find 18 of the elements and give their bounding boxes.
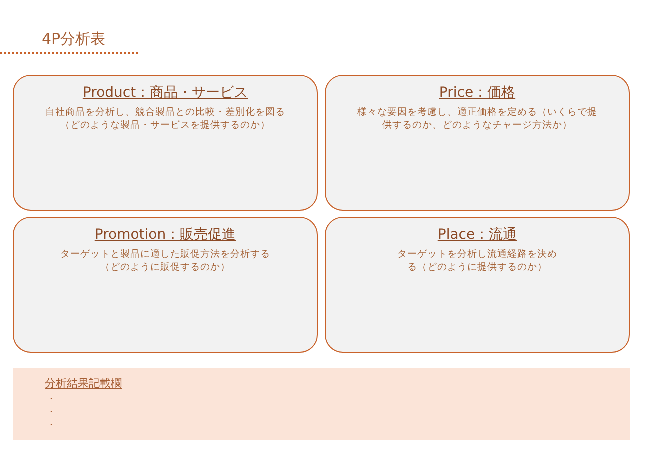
description-text: ターゲットと製品に適した販促方法を分析する（どのように販促するのか） <box>60 248 272 274</box>
box-heading: Product：商品・サービス <box>82 85 248 101</box>
bullet-point: ・ <box>47 420 56 432</box>
panel-heading: 分析結果記載欄 <box>45 376 122 391</box>
category-box <box>13 75 318 211</box>
box-heading: Place：流通 <box>438 227 518 243</box>
notes-panel <box>13 368 630 440</box>
description-text: 様々な要因を考慮し、適正価格を定める（いくらで提供するのか、どのようなチャージ方法か） <box>356 106 598 132</box>
category-box <box>13 217 318 353</box>
category-box <box>325 217 630 353</box>
description-text: 自社商品を分析し、競合製品との比較・差別化を図る（どのような製品・サービスを提供するのか） <box>44 106 286 132</box>
description-text: ターゲットを分析し流通経路を決める（どのように提供するのか） <box>396 248 558 274</box>
box-heading: Promotion：販売促進 <box>94 227 236 243</box>
category-box <box>325 75 630 211</box>
box-heading: Price：価格 <box>439 85 516 101</box>
page-title: 4P分析表 <box>42 30 106 49</box>
bullet-point: ・ <box>47 394 56 406</box>
bullet-point: ・ <box>47 407 56 419</box>
